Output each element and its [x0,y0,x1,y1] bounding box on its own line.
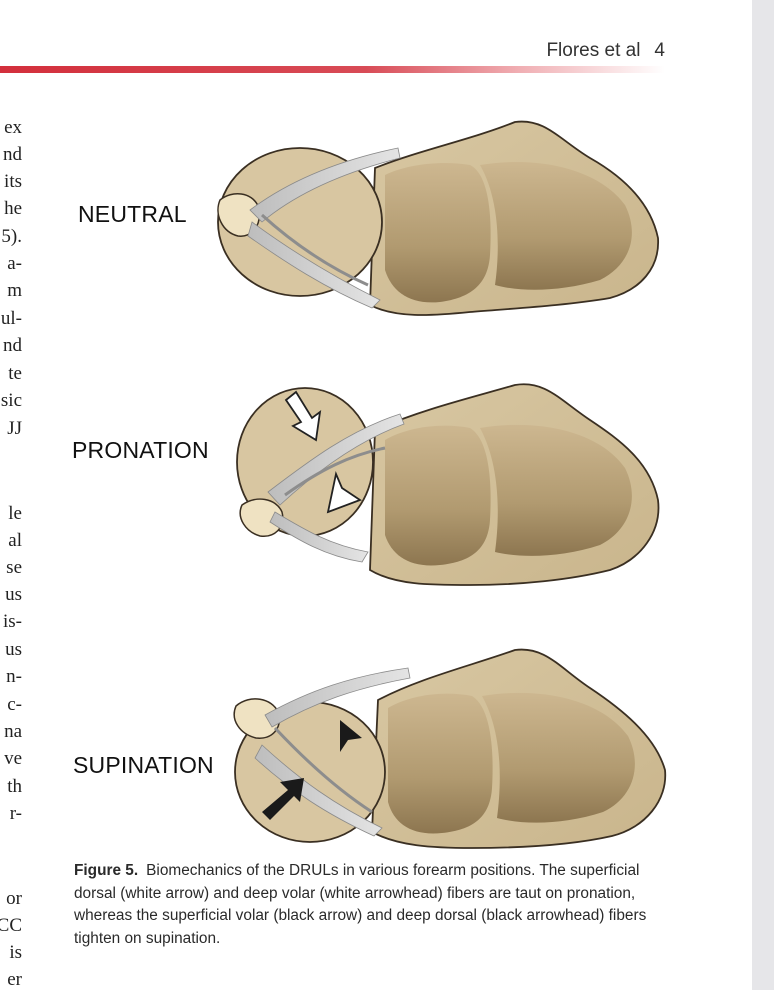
radius-segment [480,424,632,556]
ligament-deep [273,726,373,814]
caption-label: Figure 5. [74,862,139,879]
text-fragment: CC [0,915,22,936]
page-number: 4 [654,40,665,61]
text-fragment: er [7,969,22,990]
ulnar-styloid [233,698,280,739]
text-fragment: te [8,363,22,384]
pronation-panel [236,383,660,586]
text-fragment: c- [7,694,22,715]
text-fragment: al [8,530,22,551]
ligament-volar [269,511,369,563]
ulnar-styloid [239,498,284,537]
radius-segment [385,425,491,566]
text-fragment: us [5,639,22,660]
text-fragment: JJ [7,418,22,439]
label-pronation: PRONATION [72,437,209,463]
text-fragment: se [6,557,22,578]
figure-5: NEUTRAL PRONATION SUPINATION Figure 5.Bi… [72,120,674,950]
radius-segment [480,161,632,290]
text-fragment: le [8,503,22,524]
running-title: Flores et al [546,40,641,61]
text-fragment: m [7,280,22,301]
header-accent-bar [0,66,665,73]
text-fragment: or [6,888,22,909]
ulna-head [217,147,383,297]
text-fragment: nd [3,335,22,356]
text-fragment: ul- [0,308,22,329]
running-header: Flores et al 4 [500,40,665,62]
caption-text: Biomechanics of the DRULs in various for… [74,862,647,947]
black-arrowhead-icon [340,720,362,752]
text-fragment: is- [3,611,22,632]
ligament-volar [247,221,381,309]
radius-segment [385,163,491,303]
label-neutral: NEUTRAL [78,201,187,227]
text-fragment: us [5,584,22,605]
text-fragment: is [9,942,22,963]
label-supination: SUPINATION [73,752,214,778]
text-fragment: 5). [1,226,22,247]
black-arrow-icon [262,778,304,820]
radius-segment [388,693,493,834]
supination-panel [233,648,667,849]
neutral-panel [217,120,659,316]
radius-segment [482,692,635,823]
text-fragment: n- [6,666,22,687]
ligament-dorsal [264,667,411,728]
text-fragment: sic [0,390,22,411]
text-fragment: r- [9,803,22,824]
left-column-text: ex nd its he 5). a- m ul- nd te sic JJ l… [0,0,22,990]
text-fragment: its [4,171,22,192]
white-arrowhead-icon [326,471,362,514]
white-arrow-icon [284,390,322,442]
figure-caption: Figure 5.Biomechanics of the DRULs in va… [74,860,674,950]
text-fragment: ve [4,748,22,769]
text-fragment: nd [3,144,22,165]
text-fragment: a- [7,253,22,274]
text-fragment: ex [4,117,22,138]
ligament-deep [284,446,386,497]
ligament-dorsal [249,147,401,223]
text-fragment: na [4,721,22,742]
text-fragment: th [7,776,22,797]
ligament-deep [260,213,369,287]
text-fragment: he [4,198,22,219]
figure-illustration [217,120,667,849]
page-gutter [752,0,774,990]
